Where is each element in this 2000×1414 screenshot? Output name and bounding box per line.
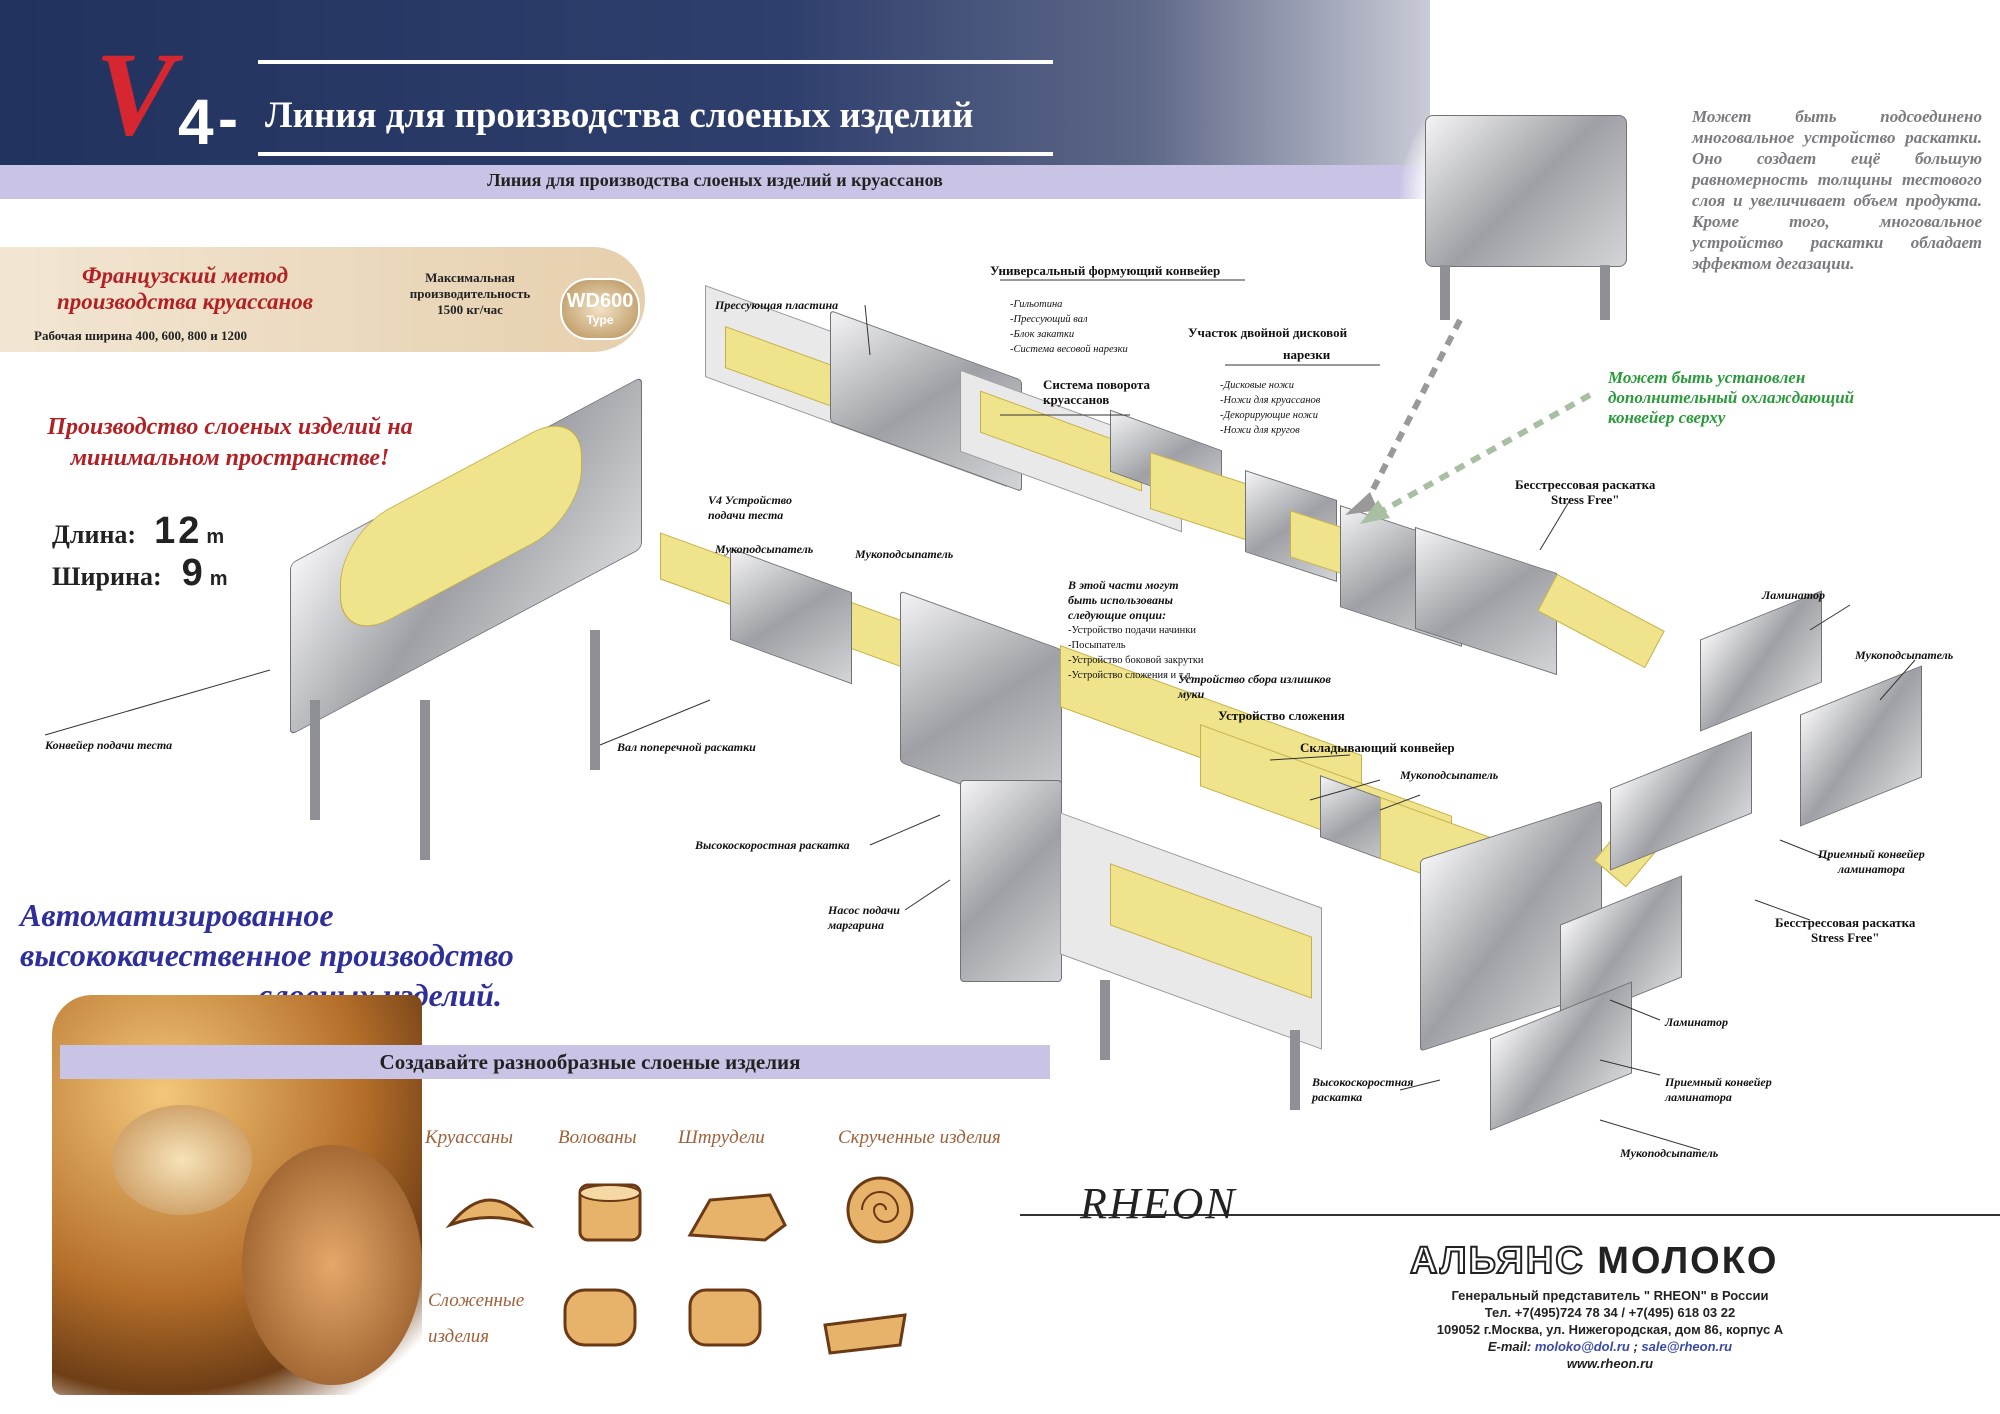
- callout-folding-device: Устройство сложения: [1218, 708, 1345, 723]
- callout-press-plate: Прессующая пластина: [715, 298, 839, 312]
- page-title: Линия для производства слоеных изделий: [265, 95, 974, 136]
- email-link-1[interactable]: moloko@dol.ru: [1534, 1339, 1630, 1354]
- create-bar: [60, 1045, 1050, 1079]
- header-banner: [0, 0, 1430, 165]
- vol-au-vent-icon: [578, 1183, 642, 1242]
- capacity-line: Максимальная: [425, 270, 515, 285]
- model-letter: V: [95, 27, 176, 160]
- model-number: 4: [178, 86, 214, 158]
- length-row: Длина: 12 m: [52, 510, 224, 553]
- product-label-twisted: Скрученные изделия: [838, 1127, 1001, 1148]
- capacity-line: производительность: [409, 286, 531, 301]
- rheon-logo: RHEON: [1080, 1179, 1237, 1228]
- callout-dough-conveyor: Конвейер подачи теста: [45, 738, 173, 752]
- product-label-folded: Сложенные изделия: [428, 1290, 525, 1347]
- working-width: Рабочая ширина 400, 600, 800 и 1200: [34, 328, 247, 343]
- callout-croissant-turn: Система поворота круассанов: [1043, 377, 1151, 407]
- callout-laminator-2: Ламинатор: [1665, 1015, 1728, 1029]
- email-line: E-mail: moloko@dol.ru ; sale@rheon.ru: [1487, 1339, 1733, 1354]
- double-disc-options: -Дисковые ножи -Ножи для круассанов -Дек…: [1220, 380, 1321, 436]
- multi-roller-detail: [1425, 115, 1627, 267]
- folded-pastry-icon: [563, 1288, 907, 1355]
- callout-folding-conveyor: Складывающий конвейер: [1300, 740, 1455, 755]
- callout-double-disc: Участок двойной дисковой нарезки: [1188, 325, 1348, 362]
- product-label-strudels: Штрудели: [678, 1127, 765, 1148]
- callout-stress-free-2: Бесстрессовая раскатка Stress Free": [1775, 915, 1916, 945]
- universal-conveyor-options: -Гильотина -Прессующий вал -Блок закатки…: [1010, 299, 1128, 355]
- header-rule-top: [258, 60, 1053, 64]
- width-unit: m: [209, 568, 228, 590]
- callout-flour-duster-1: Мукоподсыпатель: [715, 542, 814, 556]
- length-value: 12: [154, 510, 203, 552]
- callout-v4-feeder: V4 Устройство подачи теста: [708, 493, 792, 522]
- callout-laminator-1: Ламинатор: [1762, 588, 1825, 602]
- callout-high-speed-2: Высокоскоростная раскатка: [1312, 1075, 1414, 1104]
- model-badge: WD600 Type: [560, 278, 640, 340]
- multi-roller-note: Может быть подсоединено многовальное уст…: [1692, 107, 1982, 273]
- email-link-2[interactable]: sale@rheon.ru: [1641, 1339, 1733, 1354]
- callout-universal-conveyor: Универсальный формующий конвейер: [990, 263, 1221, 278]
- twisted-pastry-icon: [846, 1176, 914, 1244]
- capacity-block: Максимальная производительность 1500 кг/…: [395, 270, 545, 318]
- callout-flour-duster-2: Мукоподсыпатель: [855, 547, 954, 561]
- callout-flour-duster-5: Мукоподсыпатель: [1620, 1146, 1719, 1160]
- product-label-vol-au-vent: Волованы: [558, 1127, 637, 1148]
- callout-high-speed-1: Высокоскоростная раскатка: [695, 838, 850, 852]
- website-link[interactable]: www.rheon.ru: [1566, 1356, 1654, 1371]
- strudel-icon: [687, 1193, 787, 1242]
- capacity-line: 1500 кг/час: [437, 302, 503, 317]
- model-name: WD600: [566, 290, 634, 312]
- phone: Тел. +7(495)724 78 34 / +7(495) 618 03 2…: [1484, 1305, 1736, 1320]
- width-value: 9: [181, 552, 206, 594]
- create-title: Создавайте разнообразные слоеные изделия: [379, 1050, 801, 1074]
- model-dash: -: [218, 85, 238, 152]
- subtitle-bar: [0, 165, 1430, 199]
- slogan: Производство слоеных изделий на минималь…: [47, 414, 413, 471]
- callout-receive-conveyor-1: Приемный конвейер ламинатора: [1818, 847, 1925, 876]
- method-title: Французский метод производства круассано…: [56, 263, 314, 314]
- model-type: Type: [586, 313, 614, 327]
- callout-excess-flour: Устройство сбора излишков муки: [1178, 672, 1331, 701]
- margarine-pump: [960, 780, 1062, 982]
- automated-production-title: Автоматизированное высококачественное пр…: [20, 897, 514, 1013]
- callout-stress-free-1: Бесстрессовая раскатка Stress Free": [1515, 477, 1656, 507]
- callout-receive-conveyor-2: Приемный конвейер ламинатора: [1665, 1075, 1772, 1104]
- address: 109052 г.Москва, ул. Нижегородская, дом …: [1436, 1322, 1784, 1337]
- page-subtitle: Линия для производства слоеных изделий и…: [487, 170, 943, 190]
- length-label: Длина:: [52, 520, 137, 549]
- length-unit: m: [206, 526, 225, 548]
- alliance-moloko-logo: АЛЬЯНС МОЛОКО: [1409, 1239, 1779, 1283]
- width-label: Ширина:: [52, 562, 162, 591]
- callout-flour-duster-3: Мукоподсыпатель: [1855, 648, 1954, 662]
- callout-cross-roller: Вал поперечной раскатки: [617, 740, 756, 754]
- header-rule-bottom: [258, 152, 1053, 156]
- width-row: Ширина: 9 m: [52, 552, 228, 595]
- info-panel: [0, 247, 645, 352]
- cooling-conveyor-note: Может быть установлен дополнительный охл…: [1608, 368, 1855, 427]
- product-label-croissants: Круассаны: [425, 1127, 513, 1148]
- product-icons: [445, 1176, 914, 1355]
- callout-options: В этой части могут быть использованы сле…: [1068, 578, 1204, 681]
- callout-flour-duster-4: Мукоподсыпатель: [1400, 768, 1499, 782]
- croissant-icon: [445, 1198, 535, 1229]
- representative: Генеральный представитель " RHEON" в Рос…: [1451, 1288, 1769, 1303]
- callout-margarine-pump: Насос подачи маргарина: [828, 903, 900, 932]
